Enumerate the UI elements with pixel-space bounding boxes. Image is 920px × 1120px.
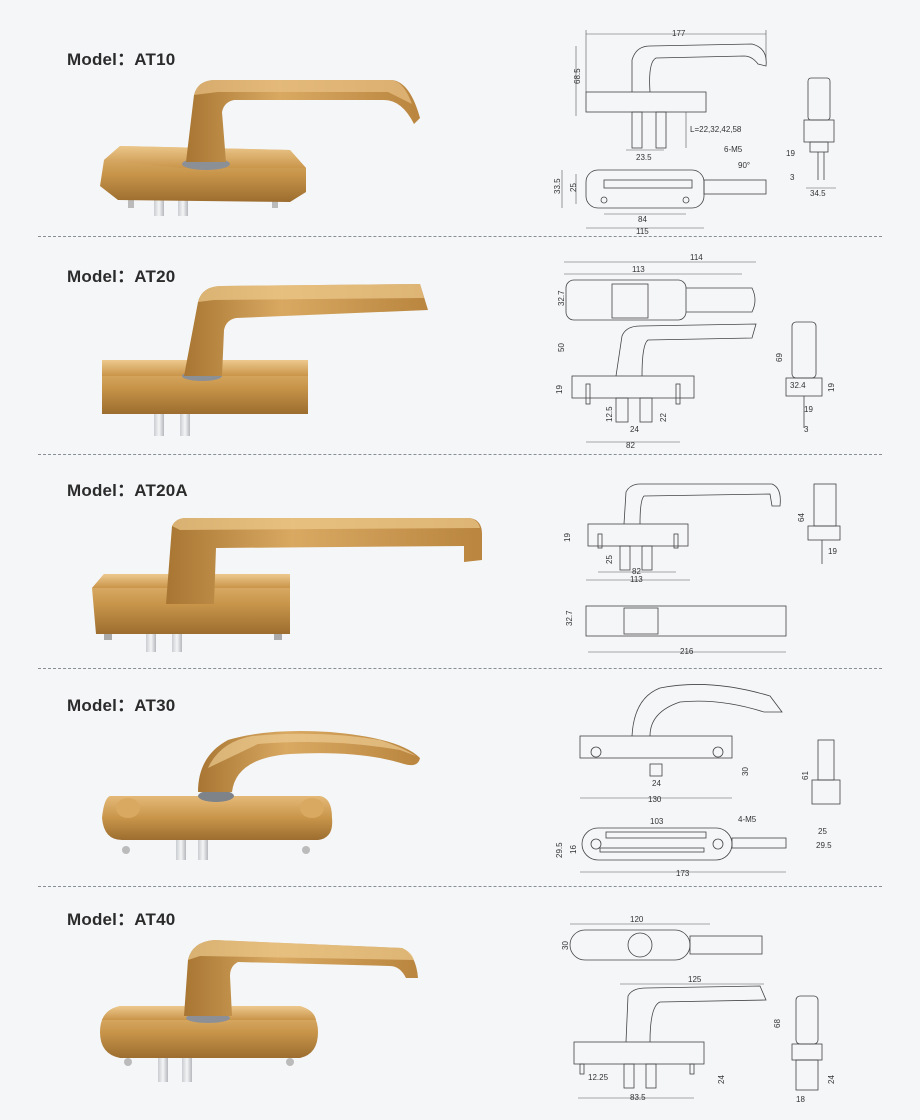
dim-label: 32.7 [565,610,574,626]
section-divider [38,454,882,455]
dim-label: 25 [818,827,827,836]
section-divider [38,668,882,669]
dim-label: 3 [790,173,795,182]
at20-drawings: 114 113 32.7 50 19 12.5 24 22 82 69 32.4… [555,253,836,450]
dim-label: 19 [555,385,564,394]
dim-label: 6-M5 [724,145,743,154]
dim-label: 30 [561,941,570,950]
model-title: Model：AT40 [67,910,176,929]
dim-label: 82 [632,567,641,576]
dim-label: 216 [680,647,694,656]
section-at40: Model：AT40 120 30 125 68 12.25 24 83.5 [0,886,920,1120]
dim-label: 19 [786,149,795,158]
at40-photo [100,940,418,1082]
dim-label: 12.25 [588,1073,609,1082]
dim-label: L=22,32,42,58 [690,125,742,134]
at10-photo [100,80,420,216]
at10-drawings: 177 68.5 23.5 L=22,32,42,58 6-M5 90° 84 … [553,29,836,236]
dim-label: 12.5 [605,406,614,422]
section-at30: Model：AT30 24 30 130 61 25 29.5 103 4-M [0,668,920,886]
dim-label: 113 [630,575,643,584]
dim-label: 4-M5 [738,815,757,824]
dim-label: 16 [569,845,578,854]
section-at20: Model：AT20 114 113 32.7 50 19 12.5 24 22… [0,236,920,454]
dim-label: 24 [827,1075,836,1084]
model-title: Model：AT20 [67,267,176,286]
dim-label: 29.5 [555,842,564,858]
at40-drawings: 120 30 125 68 12.25 24 83.5 24 18 [561,915,836,1104]
at20a-drawings: 19 25 82 113 64 19 32.7 216 [563,483,841,656]
dim-label: 64 [797,513,806,522]
dim-label: 25 [605,555,614,564]
dim-label: 50 [557,343,566,352]
dim-label: 19 [804,405,813,414]
dim-label: 125 [688,975,702,984]
dim-label: 18 [796,1095,805,1104]
dim-label: 33.5 [553,178,562,194]
dim-label: 130 [648,795,662,804]
section-divider [38,236,882,237]
dim-label: 32.4 [790,381,806,390]
dim-label: 19 [827,383,836,392]
dim-label: 177 [672,29,686,38]
dim-label: 29.5 [816,841,832,850]
model-title: Model：AT10 [67,50,176,69]
dim-label: 103 [650,817,664,826]
model-title: Model：AT20A [67,481,188,500]
at30-drawings: 24 30 130 61 25 29.5 103 4-M5 29.5 16 17… [555,684,841,878]
dim-label: 83.5 [630,1093,646,1102]
dim-label: 24 [630,425,639,434]
section-at10: Model：AT10 177 68.5 23.5 L=22,32,42,58 [0,0,920,236]
dim-label: 24 [717,1075,726,1084]
at30-photo [102,731,420,860]
dim-label: 19 [828,547,837,556]
dim-label: 90° [738,161,750,170]
section-divider [38,886,882,887]
dim-label: 30 [741,767,750,776]
dim-label: 69 [775,353,784,362]
dim-label: 84 [638,215,647,224]
dim-label: 22 [659,413,668,422]
dim-label: 34.5 [810,189,826,198]
dim-label: 23.5 [636,153,652,162]
dim-label: 24 [652,779,661,788]
dim-label: 115 [636,227,649,236]
model-title: Model：AT30 [67,696,176,715]
dim-label: 113 [632,265,645,274]
dim-label: 120 [630,915,644,924]
at20-photo [102,284,428,436]
dim-label: 114 [690,253,703,262]
dim-label: 32.7 [557,290,566,306]
dim-label: 68 [773,1019,782,1028]
section-at20a: Model：AT20A 19 25 82 113 64 19 32.7 216 [0,454,920,668]
at20a-photo [92,518,482,652]
dim-label: 25 [569,183,578,192]
dim-label: 82 [626,441,635,450]
dim-label: 3 [804,425,809,434]
dim-label: 173 [676,869,690,878]
dim-label: 68.5 [573,68,582,84]
dim-label: 61 [801,771,810,780]
dim-label: 19 [563,533,572,542]
